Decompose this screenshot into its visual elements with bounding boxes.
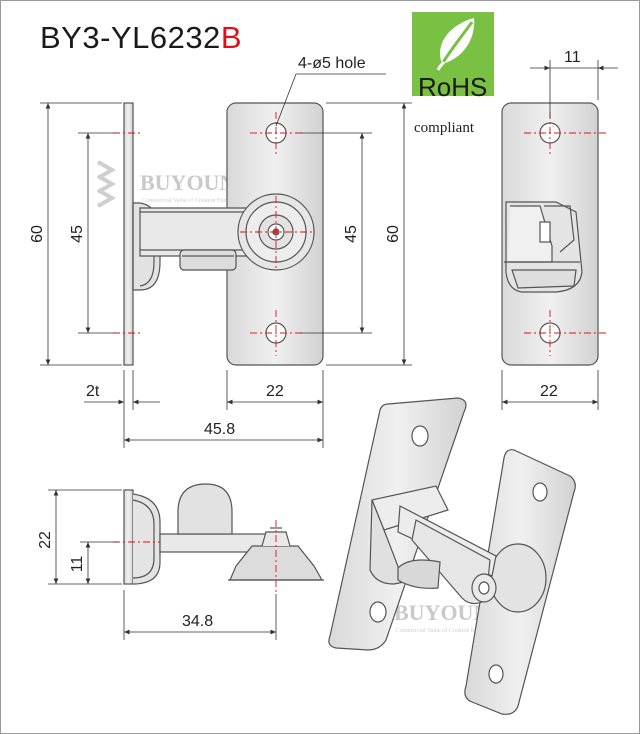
watermark-tagline-2: Commercial Value of Creation Energy: [396, 627, 488, 634]
dim-bottom-length: 34.8: [182, 613, 213, 630]
dim-side-hole-pitch: 45: [69, 225, 86, 243]
front-view: [139, 102, 324, 366]
dimension-labels: 60 45 45 60 4-ø5 hole 11 2t 22 45.8 22 2…: [29, 49, 581, 630]
rohs-caption: compliant: [414, 120, 474, 136]
dim-bottom-height: 22: [37, 531, 54, 549]
dim-thickness: 2t: [86, 383, 100, 400]
dim-right-width: 22: [540, 383, 558, 400]
dimension-lines: [40, 60, 618, 640]
watermark-tagline: Commercial Value of Creation Energy: [142, 197, 234, 204]
dim-front-height: 60: [385, 225, 402, 243]
dim-bottom-axis: 11: [69, 556, 86, 573]
rohs-badge: RoHS compliant: [410, 12, 496, 136]
hole-callout: 4-ø5 hole: [298, 55, 366, 72]
rohs-box: RoHS: [412, 12, 494, 102]
isometric-view: [328, 397, 576, 715]
model-suffix: B: [220, 20, 242, 55]
dim-overall-width: 45.8: [204, 421, 235, 438]
right-view: [501, 102, 599, 366]
dim-front-hole-pitch: 45: [343, 225, 360, 243]
dim-front-width: 22: [266, 383, 284, 400]
rohs-label: RoHS: [418, 72, 488, 102]
centerlines: [113, 112, 608, 592]
bottom-view: [123, 483, 324, 585]
dim-right-offset: 11: [564, 49, 581, 66]
model-title: BY3-YL6232B: [40, 20, 242, 55]
leaf-icon: [436, 18, 475, 71]
dim-side-height: 60: [29, 225, 46, 243]
